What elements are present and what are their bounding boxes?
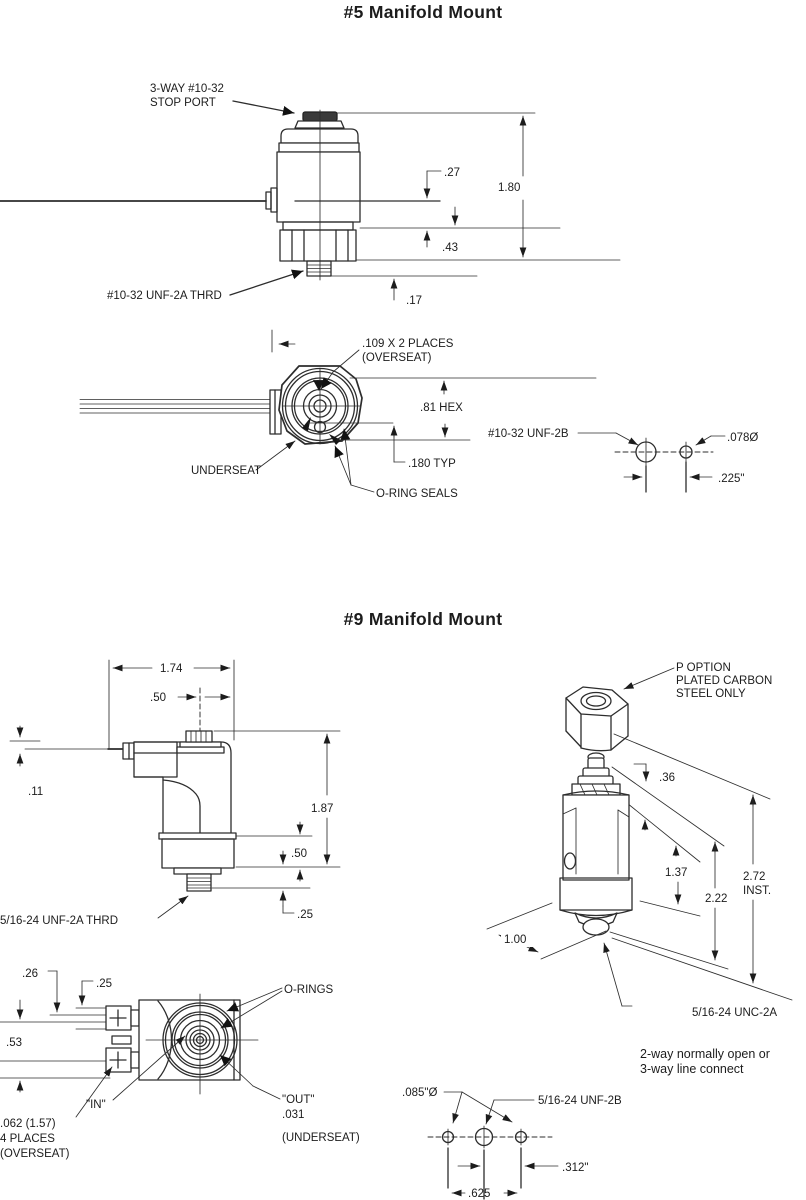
hole-dia-label: .085"Ø	[402, 1087, 437, 1099]
dim-label-53: .53	[6, 1037, 22, 1049]
p-option-label-2: PLATED CARBON	[676, 675, 772, 687]
thread-label: #10-32 UNF-2A THRD	[107, 290, 222, 302]
dim-label-25: .25	[297, 909, 313, 921]
overseat-label: .109 X 2 PLACES	[362, 338, 454, 350]
out-port-dim: .031	[282, 1109, 304, 1121]
dim-label-312: .312"	[562, 1162, 588, 1174]
dim-label-inst: INST.	[743, 885, 771, 897]
s5-bottom-view-labels: .109 X 2 PLACES (OVERSEAT) .81 HEX .180 …	[191, 338, 463, 500]
dim-label-50-top: .50	[150, 692, 166, 704]
typ-dim-label: .180 TYP	[408, 458, 456, 470]
overseat-label-2: (OVERSEAT)	[362, 352, 432, 364]
section-5-title: #5 Manifold Mount	[344, 2, 503, 22]
s9-port-pattern-drawing	[427, 1091, 559, 1200]
dim-label-36: .36	[659, 772, 675, 784]
dim-label-222: 2.22	[705, 893, 727, 905]
s5-bottom-view-drawing	[79, 329, 597, 493]
s9-iso-view-drawing	[486, 667, 793, 1007]
out-port-note: (UNDERSEAT)	[282, 1132, 360, 1144]
out-port-label: "OUT"	[282, 1094, 314, 1106]
s9-bottom-view-labels: .26 .25 .53 O-RINGS "IN" "OUT" .031 (UND…	[0, 968, 360, 1160]
dim-label-11: .11	[28, 786, 43, 798]
p-option-label-1: P OPTION	[676, 662, 731, 674]
stop-port-label-2: STOP PORT	[150, 97, 216, 109]
unc-thread-label: 5/16-24 UNC-2A	[692, 1007, 777, 1019]
s9-side-view-drawing	[9, 659, 341, 919]
s9-side-view-labels: 1.74 .50 .11 1.87 .50 .25 5/16-24 UNF-2A…	[0, 663, 344, 927]
s9-bottom-view-drawing	[0, 970, 283, 1118]
s5-side-view-drawing	[0, 100, 621, 301]
stop-port-label: 3-WAY #10-32	[150, 83, 224, 95]
p-option-label-3: STEEL ONLY	[676, 688, 746, 700]
dim-label-50-mid: .50	[291, 848, 307, 860]
s5-port-pattern-drawing	[577, 432, 726, 493]
dim-label-180: 1.80	[498, 182, 520, 194]
oring-seals-label: O-RING SEALS	[376, 488, 458, 500]
function-note-2: 3-way line connect	[640, 1062, 744, 1076]
s9-port-pattern-labels: .085"Ø 5/16-24 UNF-2B .312" .625	[402, 1087, 622, 1200]
overseat-note: (OVERSEAT)	[0, 1148, 70, 1160]
port-pitch-label: .225"	[718, 473, 744, 485]
port-thread-label: 5/16-24 UNF-2B	[538, 1095, 622, 1107]
dim-label-137: 1.37	[665, 867, 687, 879]
s5-port-pattern-labels: #10-32 UNF-2B .078Ø .225"	[488, 428, 758, 485]
dim-label-625: .625	[468, 1188, 490, 1200]
section-9-title: #9 Manifold Mount	[344, 609, 503, 629]
underseat-label: UNDERSEAT	[191, 465, 261, 477]
dim-label-26: .26	[22, 968, 38, 980]
in-port-label: "IN"	[86, 1099, 106, 1111]
overseat-places: 4 PLACES	[0, 1133, 55, 1145]
dim-label-100: 1.00	[504, 934, 526, 946]
dim-label-272: 2.72	[743, 871, 765, 883]
dim-label-174: 1.74	[160, 663, 183, 675]
overseat-dim: .062 (1.57)	[0, 1118, 56, 1130]
dim-label-27: .27	[444, 167, 460, 179]
dim-label-25b: .25	[96, 978, 112, 990]
dim-label-17: .17	[406, 295, 422, 307]
s9-iso-view-labels: P OPTION PLATED CARBON STEEL ONLY .36 1.…	[501, 662, 781, 1076]
dim-label-187: 1.87	[311, 803, 333, 815]
s5-side-view-labels: 3-WAY #10-32 STOP PORT #10-32 UNF-2A THR…	[107, 83, 520, 307]
port-dia-label: .078Ø	[727, 432, 758, 444]
port-thread-label: #10-32 UNF-2B	[488, 428, 569, 440]
hex-dim-label: .81 HEX	[420, 402, 463, 414]
orings-label: O-RINGS	[284, 984, 334, 996]
function-note-1: 2-way normally open or	[640, 1047, 770, 1061]
dim-label-43: .43	[442, 242, 458, 254]
thread-label: 5/16-24 UNF-2A THRD	[0, 915, 118, 927]
